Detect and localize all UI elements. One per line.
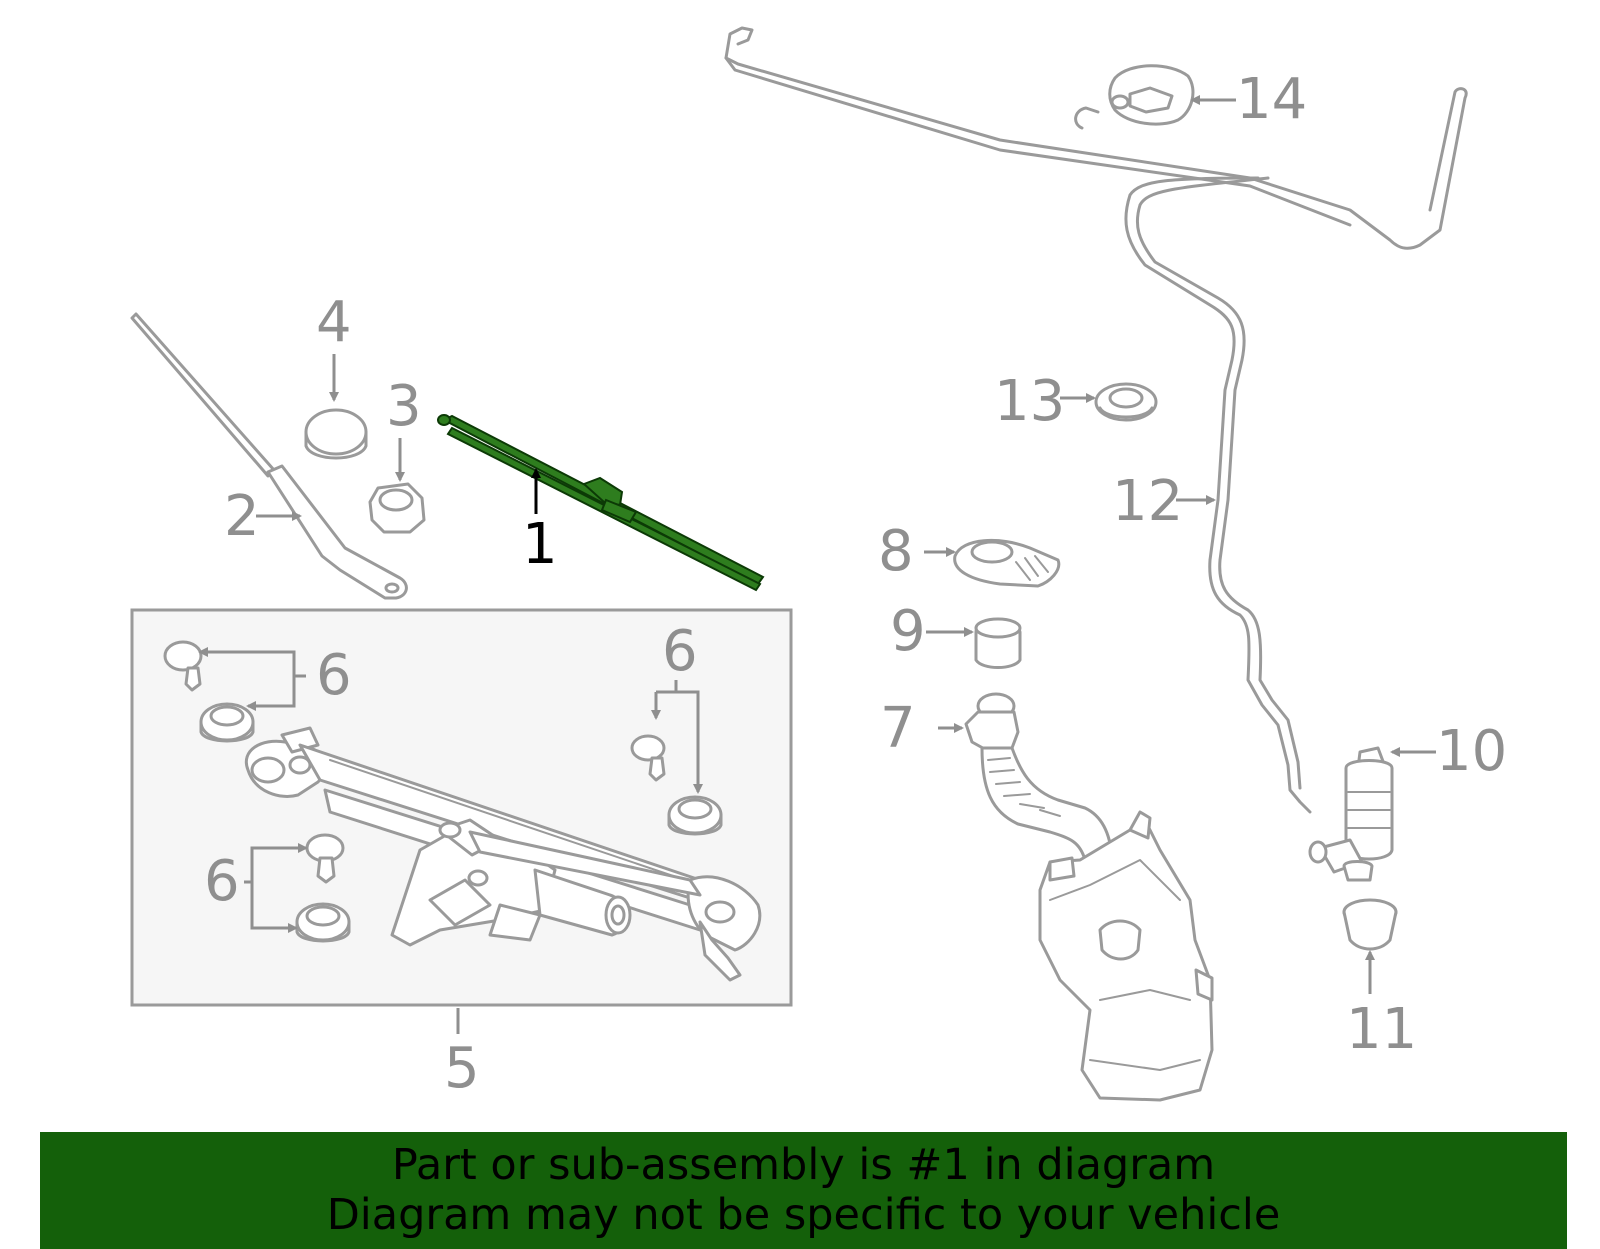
leader-lines bbox=[198, 95, 1436, 1034]
washer-pump-part bbox=[1308, 746, 1394, 882]
callout-14: 14 bbox=[1236, 67, 1307, 132]
bushing-part-group bbox=[163, 640, 723, 943]
filler-neck-part bbox=[974, 617, 1022, 669]
callout-9: 9 bbox=[890, 599, 926, 664]
arm-cap-part bbox=[304, 408, 368, 460]
notice-banner: Part or sub-assembly is #1 in diagram Di… bbox=[40, 1132, 1567, 1249]
callout-5: 5 bbox=[444, 1036, 480, 1101]
callout-11: 11 bbox=[1346, 997, 1417, 1062]
pivot-nut-part bbox=[368, 482, 426, 534]
reservoir-cap-part bbox=[953, 538, 1061, 588]
wiper-linkage-motor-part bbox=[244, 726, 762, 982]
callout-6b: 6 bbox=[662, 619, 698, 684]
callout-12: 12 bbox=[1112, 469, 1183, 534]
washer-hose-part bbox=[724, 26, 1468, 814]
banner-line-disclaimer: Diagram may not be specific to your vehi… bbox=[326, 1190, 1281, 1240]
washer-reservoir-part bbox=[964, 692, 1214, 1102]
wiper-blade-part-highlighted bbox=[437, 414, 765, 592]
callout-10: 10 bbox=[1436, 719, 1507, 784]
hose-grommet-part bbox=[1094, 382, 1158, 422]
callout-6c: 6 bbox=[204, 849, 240, 914]
pump-grommet-part bbox=[1342, 898, 1398, 951]
callout-8: 8 bbox=[878, 519, 914, 584]
callout-13: 13 bbox=[994, 369, 1065, 434]
washer-nozzle-part bbox=[1108, 64, 1195, 126]
callout-4: 4 bbox=[316, 290, 352, 355]
banner-line-part-number: Part or sub-assembly is #1 in diagram bbox=[391, 1140, 1216, 1190]
callout-7: 7 bbox=[880, 696, 916, 761]
callout-3: 3 bbox=[386, 374, 422, 439]
callout-1: 1 bbox=[522, 512, 558, 577]
callout-6a: 6 bbox=[316, 643, 352, 708]
callout-2: 2 bbox=[224, 484, 260, 549]
wiper-arm-part bbox=[130, 312, 408, 600]
